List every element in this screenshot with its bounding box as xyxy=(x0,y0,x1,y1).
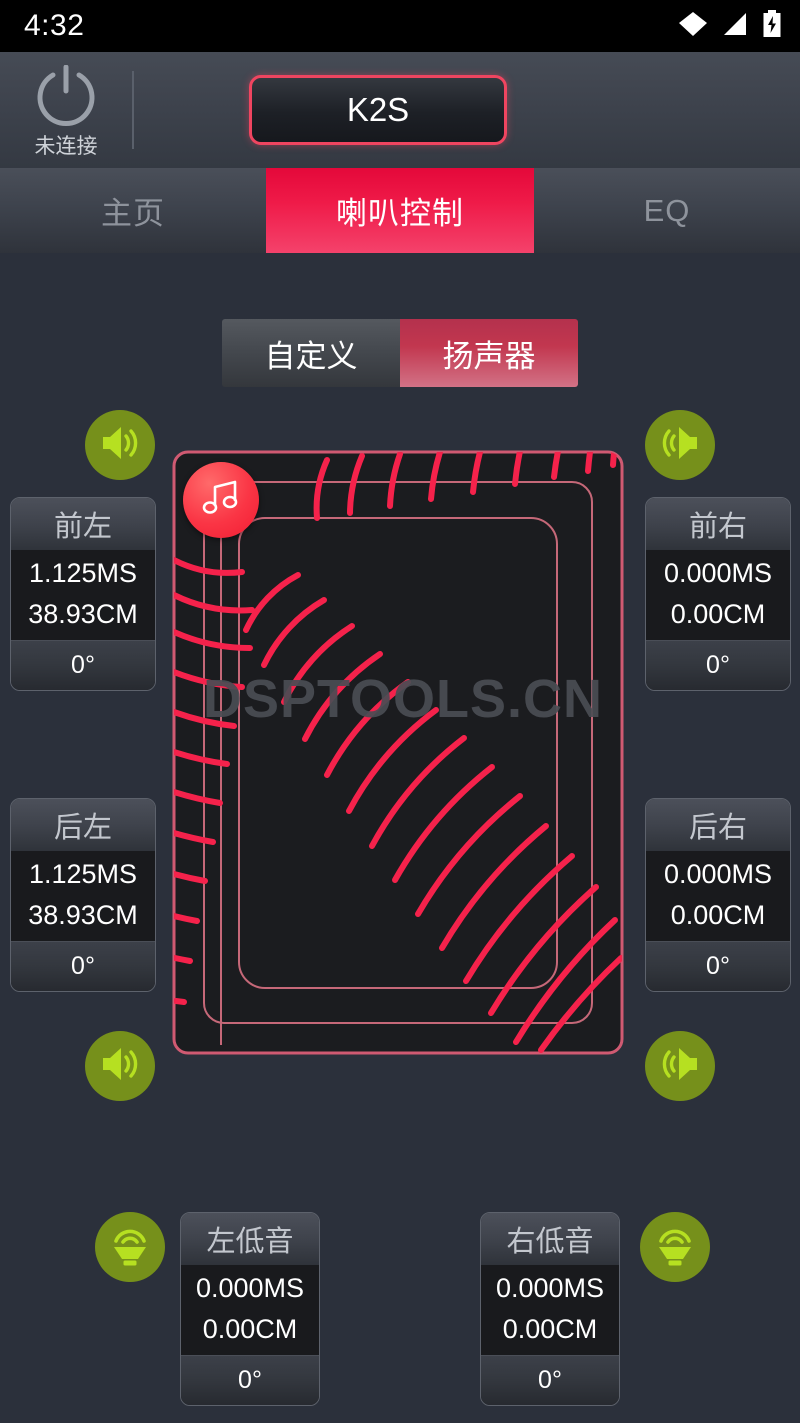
wifi-icon xyxy=(678,11,708,42)
speaker-card-body: 0.000MS 0.00CM xyxy=(481,1265,619,1355)
speaker-left-icon xyxy=(658,423,702,468)
speaker-card-title: 前右 xyxy=(646,498,790,550)
header-divider xyxy=(132,71,134,149)
tab-speaker-control[interactable]: 喇叭控制 xyxy=(266,168,534,253)
speaker-distance-value: 38.93CM xyxy=(28,599,138,629)
speaker-distance-value: 0.00CM xyxy=(502,1314,598,1344)
battery-charging-icon xyxy=(762,9,782,43)
speaker-card-body: 1.125MS 38.93CM xyxy=(11,851,155,941)
speaker-distance-value: 38.93CM xyxy=(28,900,138,930)
speaker-card-title: 前左 xyxy=(11,498,155,550)
mode-segmented-control: 自定义 扬声器 xyxy=(222,319,578,387)
main-tab-bar: 主页 喇叭控制 EQ xyxy=(0,168,800,253)
speaker-card-sub-right[interactable]: 右低音 0.000MS 0.00CM 0° xyxy=(480,1212,620,1406)
speaker-phase-value[interactable]: 0° xyxy=(646,640,790,690)
listener-position-handle[interactable] xyxy=(183,462,259,538)
status-bar-clock: 4:32 xyxy=(24,9,85,42)
power-icon xyxy=(33,64,99,132)
subwoofer-button-left[interactable] xyxy=(95,1212,165,1282)
tab-home[interactable]: 主页 xyxy=(101,196,165,231)
speaker-delay-value: 1.125MS xyxy=(28,859,138,889)
speaker-card-front-left[interactable]: 前左 1.125MS 38.93CM 0° xyxy=(10,497,156,691)
speaker-button-front-left[interactable] xyxy=(85,410,155,480)
speaker-card-body: 0.000MS 0.00CM xyxy=(646,550,790,640)
subwoofer-button-right[interactable] xyxy=(640,1212,710,1282)
speaker-button-rear-right[interactable] xyxy=(645,1031,715,1101)
speaker-card-front-right[interactable]: 前右 0.000MS 0.00CM 0° xyxy=(645,497,791,691)
speaker-phase-value[interactable]: 0° xyxy=(481,1355,619,1405)
speaker-delay-value: 0.000MS xyxy=(663,558,773,588)
cellular-signal-icon xyxy=(722,11,748,42)
speaker-distance-value: 0.00CM xyxy=(202,1314,298,1344)
speaker-distance-value: 0.00CM xyxy=(670,900,766,930)
diagram-svg xyxy=(172,450,624,1055)
speaker-card-title: 后右 xyxy=(646,799,790,851)
speaker-card-title: 左低音 xyxy=(181,1213,319,1265)
speaker-card-rear-left[interactable]: 后左 1.125MS 38.93CM 0° xyxy=(10,798,156,992)
app-header: 未连接 K2S xyxy=(0,52,800,168)
speaker-card-body: 0.000MS 0.00CM xyxy=(646,851,790,941)
speaker-delay-value: 0.000MS xyxy=(195,1273,305,1303)
speaker-card-body: 0.000MS 0.00CM xyxy=(181,1265,319,1355)
speaker-phase-value[interactable]: 0° xyxy=(11,640,155,690)
speaker-button-front-right[interactable] xyxy=(645,410,715,480)
speaker-card-title: 后左 xyxy=(11,799,155,851)
speaker-card-rear-right[interactable]: 后右 0.000MS 0.00CM 0° xyxy=(645,798,791,992)
speaker-delay-value: 0.000MS xyxy=(663,859,773,889)
status-bar: 4:32 xyxy=(0,0,800,52)
speaker-phase-value[interactable]: 0° xyxy=(181,1355,319,1405)
speaker-card-body: 1.125MS 38.93CM xyxy=(11,550,155,640)
status-bar-icons xyxy=(678,9,782,43)
music-note-icon xyxy=(199,476,243,525)
tab-eq[interactable]: EQ xyxy=(643,192,691,228)
speaker-button-rear-left[interactable] xyxy=(85,1031,155,1101)
device-name-button[interactable]: K2S xyxy=(249,75,507,145)
speaker-left-icon xyxy=(658,1044,702,1089)
connection-status-label: 未连接 xyxy=(34,135,98,158)
segment-speaker[interactable]: 扬声器 xyxy=(400,319,578,387)
speaker-card-sub-left[interactable]: 左低音 0.000MS 0.00CM 0° xyxy=(180,1212,320,1406)
subwoofer-icon xyxy=(107,1223,153,1272)
speaker-right-icon xyxy=(98,1044,142,1089)
connection-toggle[interactable]: 未连接 xyxy=(0,52,132,168)
speaker-phase-value[interactable]: 0° xyxy=(646,941,790,991)
subwoofer-icon xyxy=(652,1223,698,1272)
speaker-distance-value: 0.00CM xyxy=(670,599,766,629)
speaker-card-title: 右低音 xyxy=(481,1213,619,1265)
segment-custom[interactable]: 自定义 xyxy=(222,319,400,387)
speaker-phase-value[interactable]: 0° xyxy=(11,941,155,991)
speaker-right-icon xyxy=(98,423,142,468)
speaker-delay-value: 1.125MS xyxy=(28,558,138,588)
speaker-delay-value: 0.000MS xyxy=(495,1273,605,1303)
car-cabin-diagram xyxy=(172,450,624,1055)
